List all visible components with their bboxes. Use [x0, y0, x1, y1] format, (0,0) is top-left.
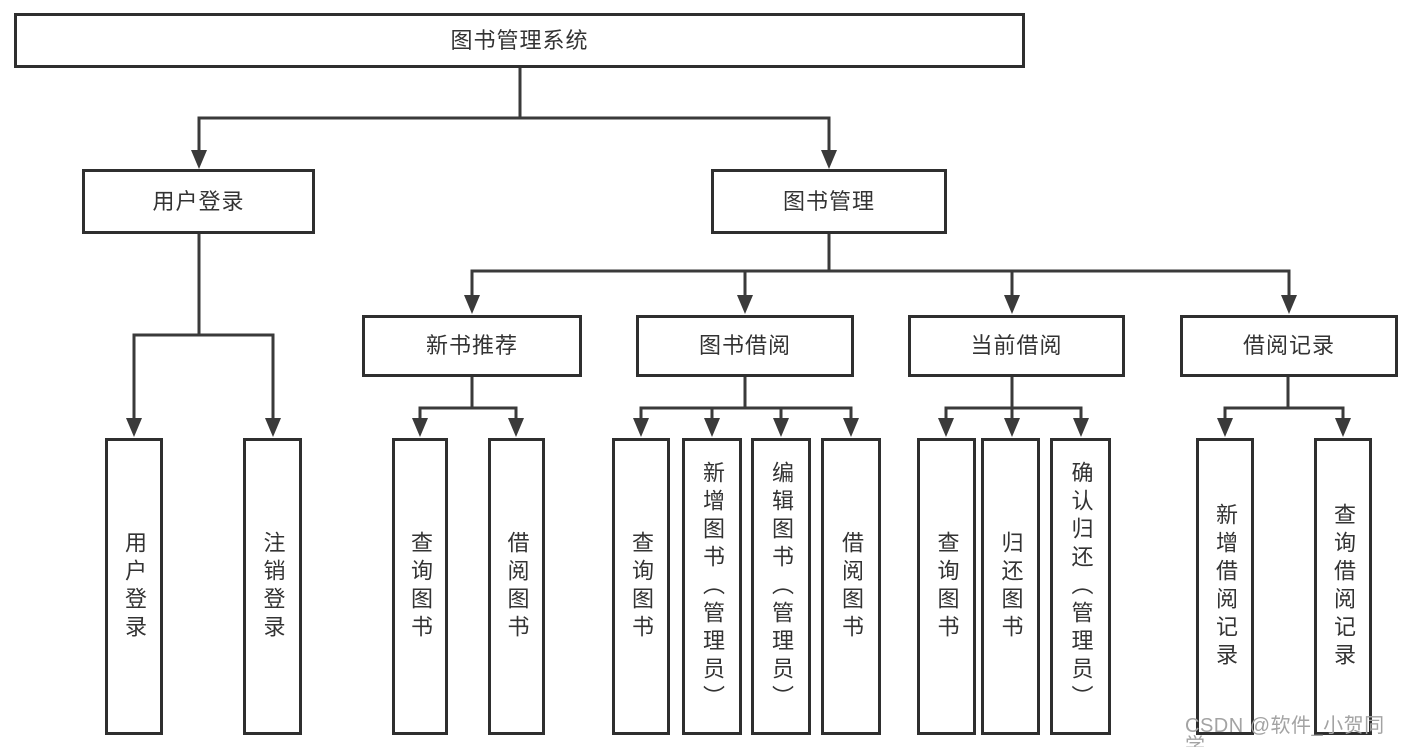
- arrowhead-down-icon: [508, 418, 524, 437]
- connector-line: [639, 375, 853, 421]
- arrowhead-down-icon: [773, 418, 789, 437]
- leaf-label: 查询图书: [934, 530, 960, 643]
- leaf-label: 借阅图书: [504, 530, 530, 643]
- node-label: 用户登录: [152, 188, 245, 214]
- leaf-query-books-new: 查询图书: [392, 438, 448, 735]
- leaf-label: 确认归还（管理员）: [1068, 460, 1094, 713]
- connector-line: [418, 375, 518, 421]
- arrowhead-down-icon: [737, 295, 753, 314]
- connector-current-borrow: [938, 375, 1089, 437]
- leaf-logout: 注销登录: [243, 438, 302, 735]
- leaf-query-borrow-record: 查询借阅记录: [1314, 438, 1372, 735]
- arrowhead-down-icon: [821, 150, 837, 169]
- node-label: 图书管理系统: [450, 27, 589, 53]
- connector-user-login: [126, 232, 281, 437]
- node-label: 当前借阅: [970, 333, 1063, 358]
- connector-new-books: [412, 375, 524, 437]
- arrowhead-down-icon: [843, 418, 859, 437]
- node-library-system: 图书管理系统: [14, 13, 1025, 68]
- arrowhead-down-icon: [704, 418, 720, 437]
- arrowhead-down-icon: [1073, 418, 1089, 437]
- leaf-label: 新增借阅记录: [1213, 502, 1238, 671]
- connector-borrow-records: [1217, 375, 1351, 437]
- arrowhead-down-icon: [1335, 418, 1351, 437]
- arrowhead-down-icon: [126, 418, 142, 437]
- node-book-borrow: 图书借阅: [636, 315, 854, 377]
- connector-book-management: [464, 232, 1297, 314]
- connector-line: [944, 375, 1083, 421]
- node-label: 借阅记录: [1242, 333, 1335, 358]
- leaf-label: 编辑图书（管理员）: [769, 460, 794, 713]
- node-label: 图书借阅: [698, 333, 791, 358]
- node-user-login: 用户登录: [82, 169, 315, 234]
- connector-root: [191, 66, 837, 169]
- node-borrow-records: 借阅记录: [1180, 315, 1398, 377]
- connector-line: [470, 232, 1291, 297]
- leaf-label: 查询图书: [629, 530, 654, 643]
- connector-line: [1223, 375, 1345, 421]
- leaf-return-books: 归还图书: [981, 438, 1040, 735]
- leaf-query-books-current: 查询图书: [917, 438, 976, 735]
- leaf-label: 借阅图书: [839, 530, 864, 643]
- arrowhead-down-icon: [1281, 295, 1297, 314]
- leaf-confirm-return-admin: 确认归还（管理员）: [1050, 438, 1111, 735]
- arrowhead-down-icon: [1004, 295, 1020, 314]
- node-book-management: 图书管理: [711, 169, 947, 234]
- csdn-watermark: CSDN @软件_小贺同学: [1185, 715, 1385, 747]
- leaf-borrow-books-new: 借阅图书: [488, 438, 545, 735]
- arrowhead-down-icon: [464, 295, 480, 314]
- arrowhead-down-icon: [1217, 418, 1233, 437]
- leaf-add-borrow-record: 新增借阅记录: [1196, 438, 1254, 735]
- leaf-label: 归还图书: [998, 530, 1024, 643]
- leaf-borrow-books: 借阅图书: [821, 438, 881, 735]
- leaf-label: 新增图书（管理员）: [700, 460, 725, 713]
- arrowhead-down-icon: [191, 150, 207, 169]
- leaf-add-books-admin: 新增图书（管理员）: [682, 438, 742, 735]
- leaf-user-login: 用户登录: [105, 438, 163, 735]
- leaf-label: 查询借阅记录: [1331, 502, 1356, 671]
- connector-book-borrow: [633, 375, 859, 437]
- node-label: 图书管理: [782, 188, 875, 214]
- node-label: 新书推荐: [425, 333, 518, 358]
- arrowhead-down-icon: [938, 418, 954, 437]
- arrowhead-down-icon: [412, 418, 428, 437]
- arrowhead-down-icon: [265, 418, 281, 437]
- node-new-books: 新书推荐: [362, 315, 582, 377]
- connector-line: [132, 232, 275, 420]
- leaf-edit-books-admin: 编辑图书（管理员）: [751, 438, 811, 735]
- leaf-query-books-borrow: 查询图书: [612, 438, 670, 735]
- leaf-label: 注销登录: [260, 530, 286, 643]
- leaf-label: 用户登录: [122, 530, 147, 643]
- connector-line: [197, 66, 831, 153]
- node-current-borrow: 当前借阅: [908, 315, 1125, 377]
- arrowhead-down-icon: [633, 418, 649, 437]
- arrowhead-down-icon: [1004, 418, 1020, 437]
- leaf-label: 查询图书: [408, 530, 433, 643]
